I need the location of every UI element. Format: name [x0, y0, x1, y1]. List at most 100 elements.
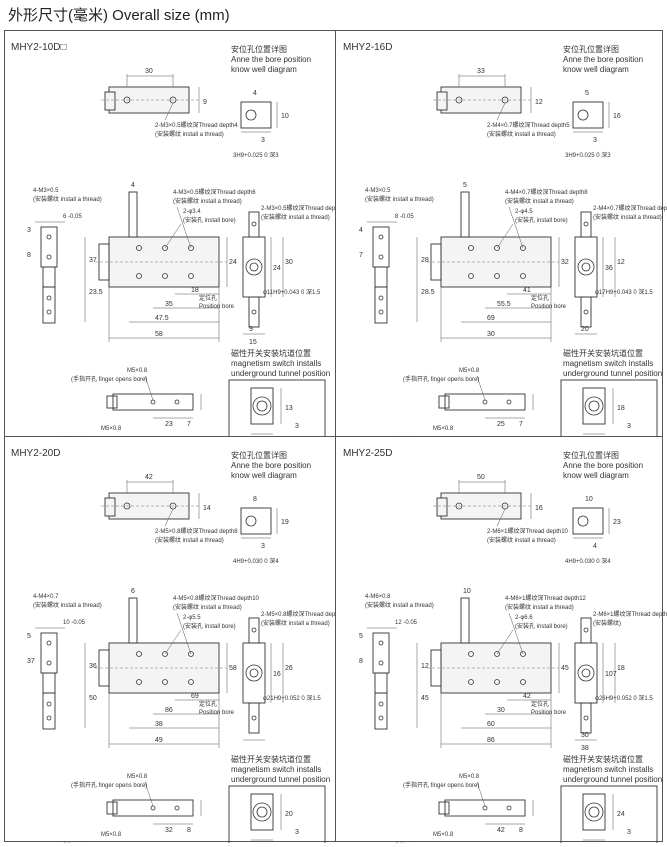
dim-right-c: 9: [249, 326, 253, 333]
dim-switch-a: 20: [285, 811, 293, 818]
bottom-thread-a: M5×0.8: [459, 774, 480, 780]
dim-switch-b: 3: [627, 829, 631, 836]
note-detail-bore: 3H9+0.025 0 深3: [233, 151, 279, 159]
detail-title-en1: Anne the bore position: [231, 461, 311, 470]
dim-main-f: 35: [165, 301, 173, 308]
switch-title-cn: 磁性开关安装坑道位置: [563, 348, 643, 358]
model-label: MHY2-10D□: [11, 42, 67, 53]
dim-bottom-a: 25: [497, 421, 505, 428]
dim-bottom-a: 42: [497, 827, 505, 834]
main-front-view: [416, 191, 560, 342]
dim-bottom-b: 8: [187, 827, 191, 834]
dim-main-g: 60: [487, 721, 495, 728]
top-view-jaw: [433, 480, 533, 520]
note-right-thread: 2-M6×1螺纹深Thread depth10: [593, 610, 667, 618]
left-side-view: [35, 627, 65, 730]
note-right-bore: φ17H9+0.043 0 深1.5: [595, 288, 653, 296]
switch-title-en1: magnetism switch installs: [563, 765, 653, 774]
note-right-bore: φ21H9+0.052 0 深1.5: [263, 694, 321, 702]
switch-title-en1: magnetism switch installs: [231, 359, 321, 368]
model-panel-2: MHY2-16D 安位孔位置详图 Anne the bore position …: [337, 32, 667, 437]
frame-divider-horizontal: [4, 436, 663, 437]
dim-right-b: 18: [617, 665, 625, 672]
pos-bore-cn: 定位孔: [199, 294, 217, 302]
dim-detail-a: 10: [585, 496, 593, 503]
bottom-thread-b: M5×0.8: [433, 832, 454, 838]
detail-title-en1: Anne the bore position: [563, 55, 643, 64]
pos-bore-cn: 定位孔: [199, 700, 217, 708]
detail-title-en2: know well diagram: [231, 471, 297, 480]
dim-main-a: 10: [463, 588, 471, 595]
note-left-tol: 6 -0.05: [63, 214, 82, 220]
note-right-install: (安装螺纹 install a thread): [261, 213, 330, 221]
dim-right-d: 38: [581, 745, 589, 752]
dim-top-height: 12: [535, 99, 543, 106]
bottom-thread-b: M5×0.8: [101, 832, 122, 838]
detail-title-cn: 安位孔位置详图: [563, 450, 619, 460]
note-main-bore: 2-φ6.6: [515, 615, 533, 621]
note-left-thread: 4-M6×0.8: [365, 594, 391, 600]
dim-main-b: 36: [89, 663, 97, 670]
switch-title-en2: underground tunnel position: [563, 775, 662, 784]
note-left-install: (安装螺纹 install a thread): [33, 601, 102, 609]
model-panel-1: MHY2-10D□ 安位孔位置详图 Anne the bore position…: [5, 32, 335, 437]
note-left-tol: 12 -0.05: [395, 620, 418, 626]
note-main-thread: 4-M4×0.7螺纹深Thread depth8: [505, 188, 588, 196]
dim-detail-b: 19: [281, 519, 289, 526]
dim-top-width: 42: [145, 474, 153, 481]
finger-open-note: (手指开孔 finger opens bore): [71, 781, 147, 789]
detail-title-en2: know well diagram: [231, 65, 297, 74]
dim-top-height: 14: [203, 505, 211, 512]
note-left-install: (安装螺纹 install a thread): [33, 195, 102, 203]
switch-title-cn: 磁性开关安装坑道位置: [563, 754, 643, 764]
note-main-install: (安装螺纹 install a thread): [173, 197, 242, 205]
switch-detail-box: [228, 379, 326, 437]
dim-detail-b: 23: [613, 519, 621, 526]
dim-main-f: 55.5: [497, 301, 511, 308]
dim-detail-a: 8: [253, 496, 257, 503]
left-side-view: [367, 627, 397, 730]
note-top-install: (安装螺纹 install a thread): [487, 536, 556, 544]
main-front-view: [84, 597, 228, 748]
page-title: 外形尺寸(毫米) Overall size (mm): [8, 7, 230, 24]
dim-main-b: 28: [421, 257, 429, 264]
note-top-thread: 2-M3×0.5螺纹深Thread depth4: [155, 121, 238, 129]
note-top-install: (安装螺纹 install a thread): [155, 130, 224, 138]
note-left-thread: 4-M4×0.7: [33, 594, 59, 600]
dim-right-b: 12: [617, 259, 625, 266]
dim-main-h: 49: [155, 737, 163, 744]
dim-left-a: 5: [27, 633, 31, 640]
model-label: MHY2-16D: [343, 42, 393, 53]
dim-main-d: 24: [229, 259, 237, 266]
dim-main-c: 50: [89, 695, 97, 702]
dim-bottom-b: 7: [187, 421, 191, 428]
dim-main-b: 37: [89, 257, 97, 264]
left-side-view: [35, 221, 65, 324]
dim-main-a: 6: [131, 588, 135, 595]
dim-switch-b: 3: [295, 829, 299, 836]
finger-shut-note: (手指闭孔 finger shuts bore): [59, 436, 133, 437]
dim-bottom-a: 23: [165, 421, 173, 428]
note-left-thread: 4-M3×0.5: [33, 188, 59, 194]
detail-title-en1: Anne the bore position: [563, 461, 643, 470]
note-left-install: (安装螺纹 install a thread): [365, 195, 434, 203]
dim-main-a: 5: [463, 182, 467, 189]
note-right-thread: 2-M4×0.7螺纹深Thread depth8: [593, 204, 667, 212]
note-right-install: (安装螺纹): [593, 619, 621, 627]
dim-main-g: 69: [487, 315, 495, 322]
note-top-install: (安装螺纹 install a thread): [487, 130, 556, 138]
dim-main-e: 41: [523, 287, 531, 294]
detail-title-en2: know well diagram: [563, 65, 629, 74]
note-top-thread: 2-M5×0.8螺纹深Thread depth8: [155, 527, 238, 535]
note-main-install: (安装螺纹 install a thread): [505, 197, 574, 205]
dim-left-a: 5: [359, 633, 363, 640]
note-left-thread: 4-M3×0.5: [365, 188, 391, 194]
dim-main-f: 30: [497, 707, 505, 714]
note-main-bore: 2-φ5.5: [183, 615, 201, 621]
note-left-tol: 8 -0.05: [395, 214, 414, 220]
dim-top-width: 30: [145, 68, 153, 75]
bottom-thread-a: M5×0.8: [127, 368, 148, 374]
left-side-view: [367, 221, 397, 324]
detail-title-en2: know well diagram: [563, 471, 629, 480]
note-right-bore: φ26H9+0.052 0 深1.5: [595, 694, 653, 702]
